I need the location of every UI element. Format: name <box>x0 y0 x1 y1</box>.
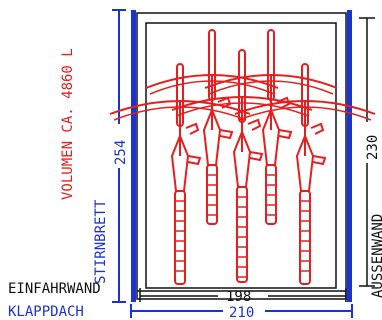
bicycle-pedal <box>185 122 202 166</box>
outer-width-label: 210 <box>229 305 254 320</box>
bicycle-4 <box>204 29 338 225</box>
stirnbrett-label: STIRNBRETT <box>93 199 109 284</box>
bicycle-1 <box>109 63 251 285</box>
bicycle-frame <box>170 133 190 192</box>
inner-width-dimension <box>139 288 347 302</box>
bicycle-3 <box>171 49 313 283</box>
bicycle-frame <box>202 107 222 166</box>
bicycle-pedal <box>310 122 327 166</box>
container-box <box>131 10 352 302</box>
bicycles-group <box>109 29 376 285</box>
aussenwand-label: AUSSENWAND <box>370 214 382 298</box>
bicycle-frame <box>232 129 252 188</box>
bicycle-pedal <box>217 96 234 140</box>
inner-width-label: 198 <box>226 289 251 305</box>
outer-width-dimension <box>130 304 353 318</box>
outer-height-label: 254 <box>113 140 129 165</box>
einfahrwand-label: EINFAHRWAND <box>8 281 101 297</box>
inner-height-dimension <box>359 17 375 287</box>
bicycle-rear-wheel <box>174 190 186 285</box>
klappdach-label: KLAPPDACH <box>8 304 84 320</box>
bicycle-rear-wheel <box>299 190 311 285</box>
outer-height-dimension <box>112 9 126 303</box>
bicycle-pedal <box>247 118 264 162</box>
volume-label: VOLUMEN CA. 4860 L <box>60 48 76 200</box>
inner-height-label: 230 <box>365 135 381 160</box>
bicycle-5 <box>234 63 376 285</box>
bicycle-rear-wheel <box>236 186 248 283</box>
bicycle-frame <box>261 107 281 166</box>
bicycle-frame <box>295 133 315 192</box>
